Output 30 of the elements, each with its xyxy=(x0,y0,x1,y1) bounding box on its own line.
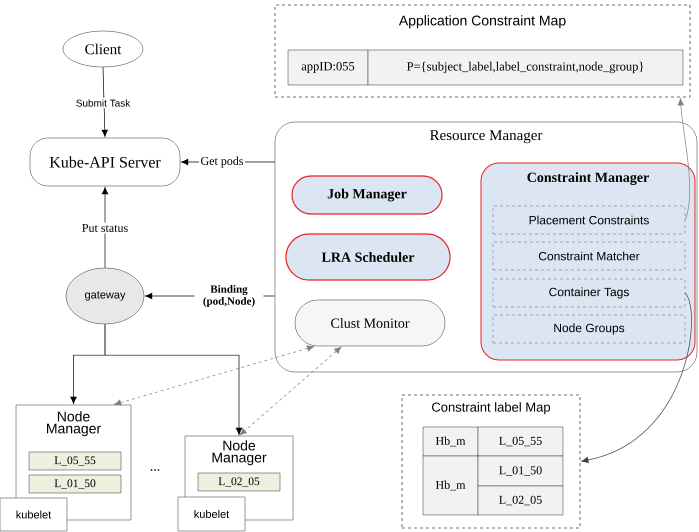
arrow xyxy=(114,345,314,406)
process-box: Job Manager xyxy=(291,175,443,215)
table-cell: Hb_m xyxy=(422,426,478,456)
kubelet-box: kubelet xyxy=(0,498,68,532)
kubelet-box: kubelet xyxy=(178,496,246,532)
edge-label: Submit Task xyxy=(74,98,132,108)
arrow xyxy=(104,324,242,435)
arrow xyxy=(240,346,342,436)
ellipse-node: Client xyxy=(62,30,144,68)
edge-label: Get pods xyxy=(199,155,245,169)
table-cell: L_01_50 xyxy=(478,456,564,486)
table-cell: L_02_05 xyxy=(478,486,564,516)
component-box: Container Tags xyxy=(492,278,686,308)
ellipsis-label: ... xyxy=(150,469,160,471)
label-box: L_02_05 xyxy=(198,472,280,492)
edge-label: Put status xyxy=(80,222,130,234)
edge-label: Binding (pod,Node) xyxy=(194,284,264,308)
label-box: L_05_55 xyxy=(28,452,122,470)
arrow xyxy=(678,98,690,220)
server-box: Kube-API Server xyxy=(30,138,180,186)
process-box: Clust Monitor xyxy=(294,300,446,346)
table-cell: appID:055 xyxy=(288,50,368,86)
arrow xyxy=(102,187,108,268)
table-cell: L_05_55 xyxy=(478,426,564,456)
arrow xyxy=(102,66,108,137)
component-box: Placement Constraints xyxy=(492,206,686,234)
component-box: Node Groups xyxy=(492,314,686,344)
component-box: Constraint Matcher xyxy=(492,242,686,270)
process-box: LRA Scheduler xyxy=(285,233,451,281)
label-box: L_01_50 xyxy=(28,474,122,494)
